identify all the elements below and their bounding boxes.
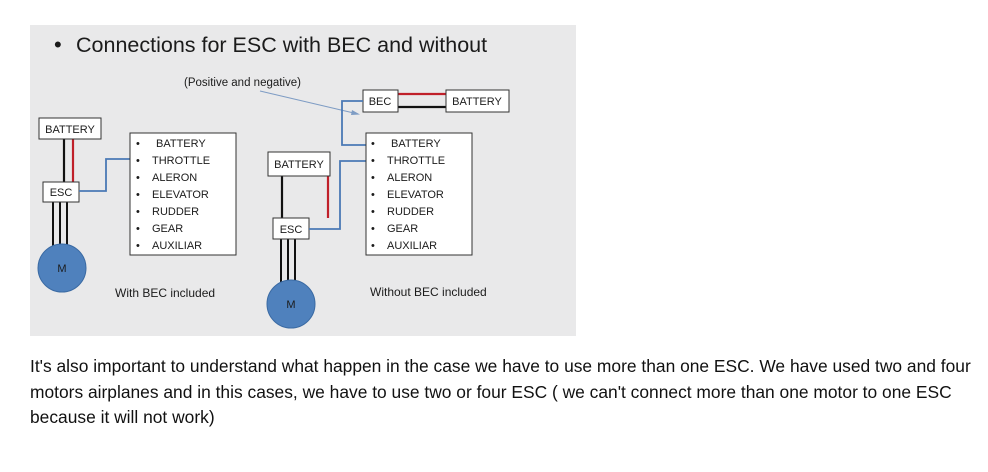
channel-bullet: •	[371, 189, 375, 201]
left-receiver-box	[129, 132, 237, 256]
channel-throttle: THROTTLE	[387, 155, 445, 167]
right-motor	[266, 279, 316, 329]
channel-throttle: THROTTLE	[152, 155, 210, 167]
left-battery-label: BATTERY	[45, 124, 95, 136]
channel-bullet: •	[136, 240, 140, 252]
annotation-arrowhead	[351, 110, 360, 115]
annotation-positive-negative: (Positive and negative)	[184, 77, 301, 89]
title-bullet: •	[54, 32, 62, 57]
channel-bullet: •	[136, 138, 140, 150]
right-battery-label: BATTERY	[274, 159, 324, 171]
channel-bullet: •	[371, 172, 375, 184]
left-diagram: BATTERY ESC M • BATTERY • THROTTLE • ALERON • E…	[37, 117, 237, 300]
channel-bullet: •	[136, 189, 140, 201]
bec-label: BEC	[369, 96, 392, 108]
body-paragraph: It's also important to understand what h…	[30, 356, 971, 427]
right-caption: Without BEC included	[370, 285, 487, 299]
channel-bullet: •	[136, 223, 140, 235]
right-signal-wire	[309, 160, 370, 230]
channel-bullet: •	[371, 138, 375, 150]
left-receiver-channels: • BATTERY • THROTTLE • ALERON • ELEVATOR • RUDDER…	[136, 138, 210, 252]
slide-title: Connections for ESC with BEC and without	[76, 33, 487, 57]
channel-gear: GEAR	[152, 223, 183, 235]
channel-bullet: •	[136, 172, 140, 184]
channel-bullet: •	[136, 155, 140, 167]
left-battery-box	[38, 117, 102, 140]
channel-aleron: ALERON	[387, 172, 432, 184]
channel-bullet: •	[371, 223, 375, 235]
right-receiver-channels: • BATTERY • THROTTLE • ALERON • ELEVATOR • RUDDER…	[371, 138, 445, 252]
channel-bullet: •	[371, 155, 375, 167]
left-motor	[37, 243, 87, 293]
channel-gear: GEAR	[387, 223, 418, 235]
right-motor-label: M	[286, 299, 295, 311]
channel-bullet: •	[136, 206, 140, 218]
right-battery-box	[267, 151, 331, 177]
esc-bec-wiring-diagram: • Connections for ESC with BEC and witho…	[30, 25, 576, 336]
channel-rudder: RUDDER	[387, 206, 434, 218]
right-diagram: BEC BATTERY BATTERY ESC M • BATTERY • THROT…	[266, 89, 510, 329]
channel-elevator: ELEVATOR	[387, 189, 444, 201]
right-receiver-box	[365, 132, 473, 256]
channel-aleron: ALERON	[152, 172, 197, 184]
right-esc-label: ESC	[280, 224, 303, 236]
left-caption: With BEC included	[115, 286, 215, 300]
channel-bullet: •	[371, 206, 375, 218]
channel-battery: BATTERY	[156, 138, 206, 150]
channel-auxiliar: AUXILIAR	[152, 240, 202, 252]
channel-battery: BATTERY	[391, 138, 441, 150]
diagram-slide: • Connections for ESC with BEC and witho…	[30, 25, 576, 336]
left-signal-wire	[79, 158, 136, 192]
channel-auxiliar: AUXILIAR	[387, 240, 437, 252]
bec-battery-label: BATTERY	[452, 96, 502, 108]
left-motor-label: M	[57, 263, 66, 275]
channel-bullet: •	[371, 240, 375, 252]
bec-signal-wire	[341, 100, 366, 146]
left-esc-label: ESC	[50, 187, 73, 199]
channel-rudder: RUDDER	[152, 206, 199, 218]
left-esc-box	[42, 181, 80, 203]
channel-elevator: ELEVATOR	[152, 189, 209, 201]
bec-battery-box	[445, 89, 510, 113]
